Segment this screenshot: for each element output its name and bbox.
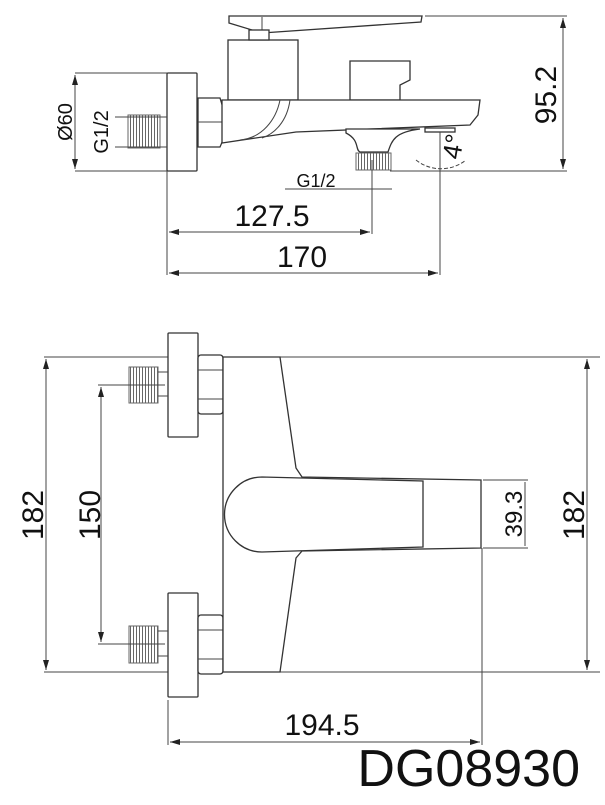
flange-diameter-label: Ø60 [55, 103, 77, 141]
inlet-thread [127, 114, 161, 149]
outlet-thread [355, 152, 392, 171]
spout-length-label: 170 [277, 241, 327, 274]
outlet-distance-label: 127.5 [234, 200, 309, 233]
side-view: Ø60 G1/2 95.2 G1/2 127.5 170 4° [55, 15, 567, 276]
depth-label: 194.5 [284, 709, 359, 742]
wall-flange-bottom [167, 592, 199, 698]
wall-flange [166, 72, 198, 172]
inlet-thread-label: G1/2 [91, 110, 113, 153]
handle-lever [228, 15, 423, 34]
overall-width-left-label: 182 [17, 490, 50, 540]
hex-nut-top [197, 354, 224, 415]
top-view: 150 182 182 39.3 194.5 [17, 332, 600, 745]
handle [223, 476, 424, 553]
overall-width-right-label: 182 [558, 490, 591, 540]
diverter-outlet [345, 128, 421, 153]
cartridge-body [227, 39, 299, 101]
diverter-knob [349, 60, 411, 101]
outlet-thread-label: G1/2 [296, 171, 335, 191]
hex-nut-bottom [197, 614, 224, 675]
angle-label: 4° [436, 132, 470, 162]
spout [221, 99, 481, 144]
wall-flange-top [167, 332, 199, 438]
inlet-centers-label: 150 [74, 490, 107, 540]
model-code: DG08930 [357, 740, 580, 798]
handle-width-label: 39.3 [501, 491, 528, 538]
height-label: 95.2 [530, 66, 563, 124]
